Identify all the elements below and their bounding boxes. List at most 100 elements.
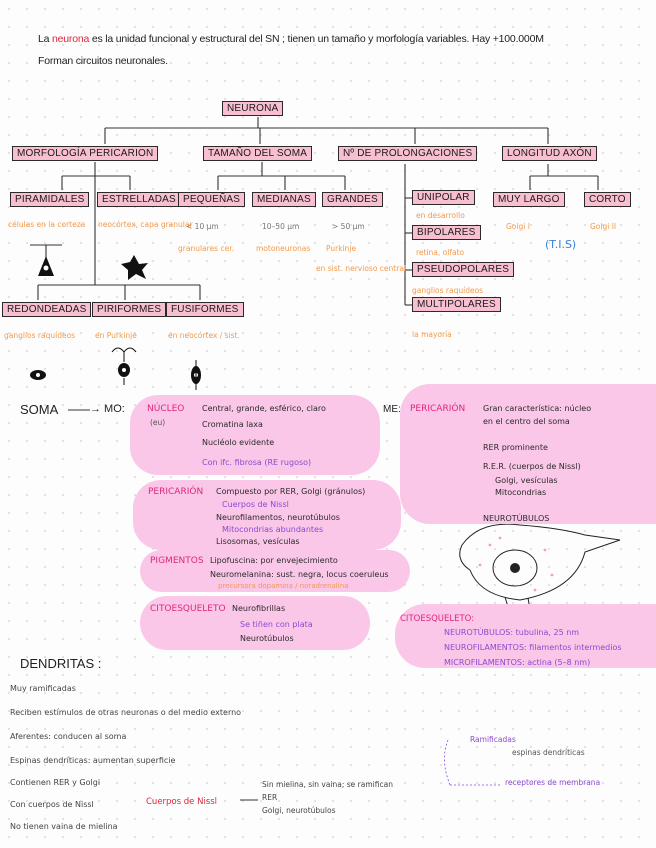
citoesqueleto-item-1: Neurofibrillas	[232, 604, 286, 613]
note-muy-largo: Golgi I	[506, 222, 530, 231]
me-citoesqueleto-item-2: NEUROFILAMENTOS: filamentos intermedios	[444, 643, 622, 652]
note-prolongaciones-snc: en sist. nervioso central	[316, 264, 406, 273]
pigmentos-item-1: Lipofuscina: por envejecimiento	[210, 556, 338, 565]
type-medianas: MEDIANAS	[252, 192, 316, 207]
me-pericarion-item-4: R.E.R. (cuerpos de Nissl)	[483, 462, 581, 471]
me-citoesqueleto-highlight	[395, 604, 656, 668]
note-multipolares: la mayoría	[412, 330, 452, 339]
dendritas-item-6: Con cuerpos de Nissl	[10, 800, 94, 809]
me-pericarion-item-1: Gran característica: núcleo	[483, 404, 592, 413]
type-fusiformes: FUSIFORMES	[166, 302, 244, 317]
type-piramidales: PIRAMIDALES	[10, 192, 90, 207]
root-node-neurona: NEURONA	[222, 101, 284, 116]
note-piriformes: en Purkinje	[95, 331, 137, 340]
pericarion-item-5: Lisosomas, vesículas	[216, 537, 300, 546]
soma-me-label: ME:	[383, 404, 401, 415]
pigmentos-title: PIGMENTOS	[150, 556, 204, 566]
dendritas-side-1: Sin mielina, sin vaina; se ramifican	[262, 780, 393, 789]
dendritas-item-4: Espinas dendríticas: aumentan superficie	[10, 756, 176, 765]
me-pericarion-item-6: Mitocondrias	[495, 488, 547, 497]
note-pseudopolares: ganglios raquídeos	[412, 286, 484, 295]
dendritas-item-7: No tienen vaina de mielina	[10, 822, 118, 831]
me-pericarion-item-2: en el centro del soma	[483, 417, 570, 426]
me-citoesqueleto-title: CITOESQUELETO:	[400, 614, 475, 624]
category-prolongaciones: Nº DE PROLONGACIONES	[338, 146, 478, 161]
type-muy-largo: MUY LARGO	[493, 192, 565, 207]
type-multipolares: MULTIPOLARES	[412, 297, 501, 312]
intro-line-2: Forman circuitos neuronales.	[38, 55, 168, 67]
intro-line-1: La neurona es la unidad funcional y estr…	[38, 33, 544, 45]
me-pericarion-item-5: Golgi, vesículas	[495, 476, 558, 485]
pigmentos-highlight	[140, 550, 410, 592]
note-piramidales: células en la corteza	[8, 220, 86, 229]
pigmentos-item-3: precursora dopamina / noradrenalina	[218, 582, 349, 590]
citoesqueleto-title: CITOESQUELETO	[150, 604, 226, 614]
note-bipolares: retina, olfato	[416, 248, 465, 257]
note-grandes-example: Purkinje	[326, 244, 357, 253]
type-estrelladas: ESTRELLADAS	[97, 192, 181, 207]
note-medianas-size: 10–50 µm	[262, 222, 300, 231]
dendritas-item-5: Contienen RER y Golgi	[10, 778, 101, 787]
dendritas-heading: DENDRITAS :	[20, 656, 102, 671]
nucleo-item-2: Cromatina laxa	[202, 420, 263, 429]
dendritas-right-1: Ramificadas	[470, 735, 516, 744]
note-corto: Golgi II	[590, 222, 617, 231]
type-bipolares: BIPOLARES	[412, 225, 481, 240]
citoesqueleto-item-2: Se tiñen con plata	[240, 620, 313, 629]
intro-line-1-b: es la unidad funcional y estructural del…	[89, 33, 544, 45]
intro-keyword-neurona: neurona	[52, 33, 90, 45]
dendritas-right-3: receptores de membrana	[505, 778, 601, 787]
note-fusiformes: en neocórtex / sist.	[168, 331, 240, 340]
nucleo-item-1: Central, grande, esférico, claro	[202, 404, 326, 413]
citoesqueleto-item-3: Neurotúbulos	[240, 634, 294, 643]
dendritas-item-3: Aferentes: conducen al soma	[10, 732, 127, 741]
dendritas-side-2: RER	[262, 793, 278, 802]
soma-mo-label: → MO:	[90, 403, 125, 415]
type-corto: CORTO	[584, 192, 631, 207]
pericarion-item-2: Cuerpos de Nissl	[222, 500, 289, 509]
note-redondeadas: ganglios raquídeos	[4, 331, 76, 340]
type-grandes: GRANDES	[322, 192, 383, 207]
soma-heading: SOMA	[20, 402, 59, 417]
dendritas-item-1: Muy ramificadas	[10, 684, 76, 693]
pericarion-item-3: Neurofilamentos, neurotúbulos	[216, 513, 340, 522]
dendritas-right-2: espinas dendríticas	[512, 748, 585, 757]
pigmentos-item-2: Neuromelanina: sust. negra, locus coerul…	[210, 570, 389, 579]
intro-line-1-a: La	[38, 33, 52, 45]
category-tamano: TAMAÑO DEL SOMA	[203, 146, 313, 161]
pericarion-item-4: Mitocondrias abundantes	[222, 525, 324, 534]
note-pequenas-example: granulares cer.	[178, 244, 234, 253]
category-morfologia: MORFOLOGÍA PERICARION	[12, 146, 159, 161]
pericarion-item-1: Compuesto por RER, Golgi (gránulos)	[216, 487, 366, 496]
note-medianas-example: motoneuronas	[256, 244, 311, 253]
type-pequenas: PEQUEÑAS	[178, 192, 246, 207]
note-unipolar: en desarrollo	[416, 211, 465, 220]
citoesqueleto-highlight	[140, 596, 370, 650]
me-pericarion-item-3: RER prominente	[483, 443, 548, 452]
pericarion-highlight	[133, 480, 401, 550]
type-piriformes: PIRIFORMES	[92, 302, 167, 317]
nucleo-sub: (eu)	[150, 418, 166, 427]
me-pericarion-highlight	[400, 384, 656, 524]
pericarion-title: PERICARIÓN	[148, 487, 204, 497]
nucleo-item-3: Nucléolo evidente	[202, 438, 275, 447]
type-pseudopolares: PSEUDOPOLARES	[412, 262, 515, 277]
nucleo-highlight	[130, 395, 380, 475]
dendritas-side-3: Golgi, neurotúbulos	[262, 806, 336, 815]
nucleo-item-4: Con ifc. fibrosa (RE rugoso)	[202, 458, 312, 467]
type-redondeadas: REDONDEADAS	[2, 302, 92, 317]
me-pericarion-item-7: NEUROTÚBULOS	[483, 514, 550, 523]
dendritas-item-2: Reciben estímulos de otras neuronas o de…	[10, 708, 242, 717]
me-pericarion-title: PERICARIÓN	[410, 404, 466, 414]
category-axon: LONGITUD AXÓN	[502, 146, 597, 161]
axon-tag: (T.I.S)	[545, 238, 577, 251]
me-citoesqueleto-item-1: NEUROTÚBULOS: tubulina, 25 nm	[444, 628, 580, 637]
note-estrelladas: neocórtex, capa granular	[98, 220, 193, 229]
note-grandes-size: > 50 µm	[332, 222, 365, 231]
note-pequenas-size: < 10 µm	[186, 222, 219, 231]
me-citoesqueleto-item-3: MICROFILAMENTOS: actina (5–8 nm)	[444, 658, 591, 667]
nucleo-title: NÚCLEO	[147, 404, 185, 414]
dendritas-nissl-highlight: Cuerpos de Nissl	[146, 797, 218, 807]
type-unipolar: UNIPOLAR	[412, 190, 475, 205]
